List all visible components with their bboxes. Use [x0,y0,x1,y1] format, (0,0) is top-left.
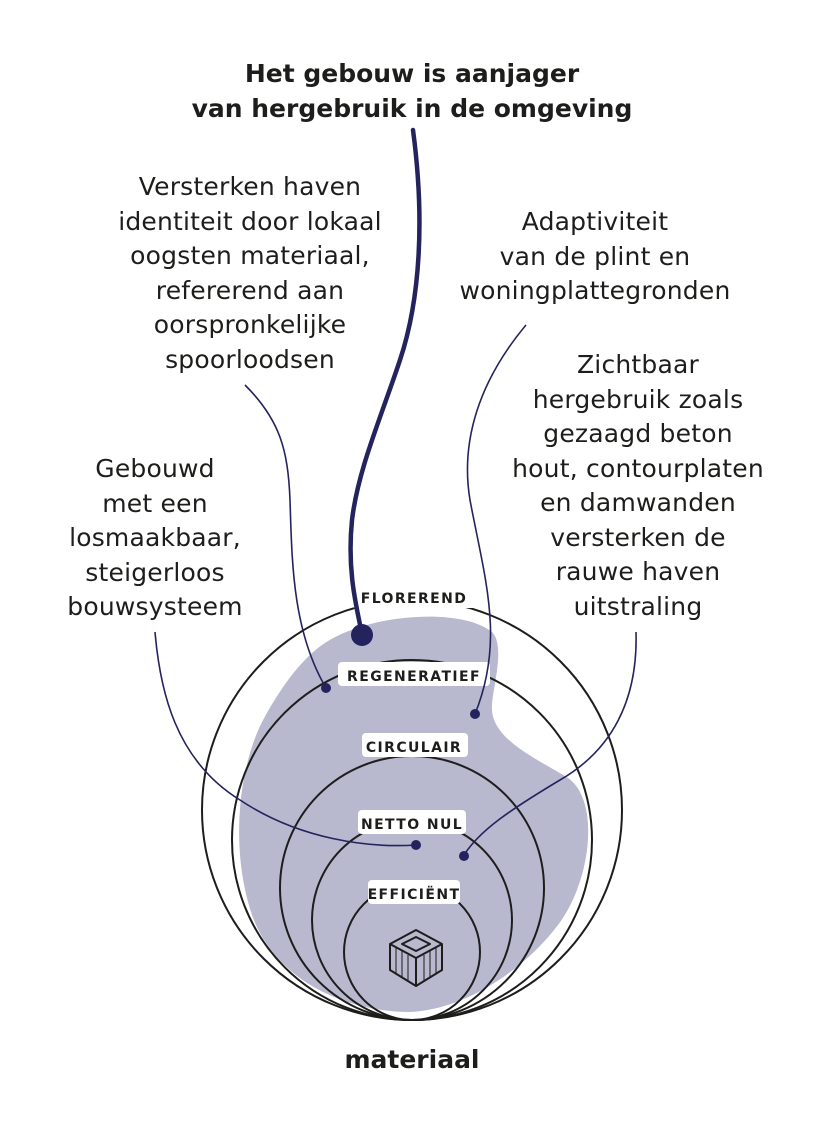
base-label: materiaal [344,1045,480,1074]
connector-losmaakbaar [154,631,417,847]
ring-label-regeneratief: REGENERATIEF [347,669,481,685]
dot-zichtbaar-hergebruik [459,851,469,861]
ring-label-netto-nul: NETTO NUL [361,817,463,833]
title-line-1: Het gebouw is aanjager [244,59,580,88]
dot-haven-identiteit [321,683,331,693]
main-connector-dot [351,624,373,646]
connector-haven-identiteit [244,384,327,689]
connector-adaptiviteit [466,324,527,715]
main-connector-line [348,127,422,637]
diagram-title: Het gebouw is aanjager van hergebruik in… [62,56,762,126]
annotation-zichtbaar-hergebruik: Zichtbaar hergebruik zoals gezaagd beton… [512,350,764,621]
connector-zichtbaar-hergebruik [463,631,637,856]
dot-adaptiviteit [470,709,480,719]
annotation-losmaakbaar: Gebouwd met een losmaakbaar, steigerloos… [67,454,243,621]
title-line-2: van hergebruik in de omgeving [191,94,633,123]
annotation-adaptiviteit: Adaptiviteit van de plint en woningplatt… [459,207,731,305]
ring-label-florerend: FLOREREND [361,591,468,607]
annotation-haven-identiteit: Versterken haven identiteit door lokaal … [118,172,382,374]
timber-crate-icon [389,929,443,987]
ring-label-efficient: EFFICIËNT [368,886,461,903]
dot-losmaakbaar [411,840,421,850]
ring-label-circulair: CIRCULAIR [366,740,462,756]
